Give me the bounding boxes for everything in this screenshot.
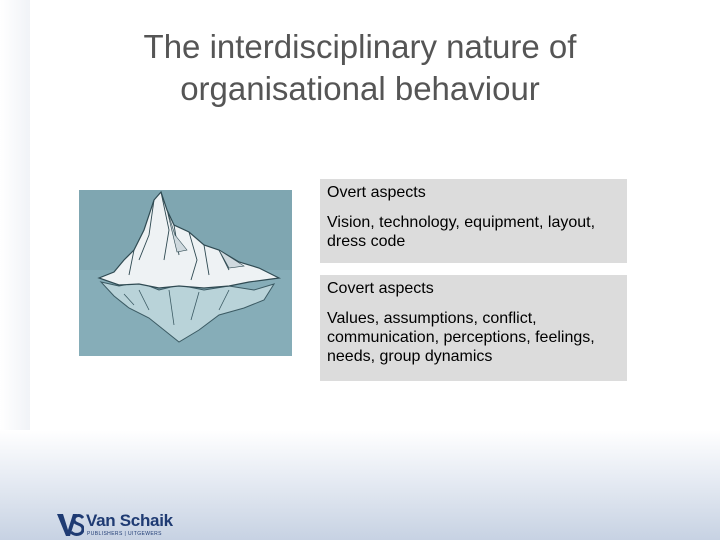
- logo-tagline: PUBLISHERS | UITGEWERS: [87, 531, 162, 537]
- overt-aspects-box: Overt aspects Vision, technology, equipm…: [320, 179, 627, 263]
- covert-heading: Covert aspects: [327, 280, 434, 297]
- vs-logo-icon: [57, 514, 84, 536]
- overt-heading: Overt aspects: [327, 184, 426, 201]
- covert-text: Values, assumptions, conflict, communica…: [327, 310, 595, 365]
- slide-title: The interdisciplinary nature of organisa…: [143, 28, 577, 107]
- van-schaik-logo: Van Schaik PUBLISHERS | UITGEWERS: [56, 510, 176, 538]
- overt-text: Vision, technology, equipment, layout, d…: [327, 214, 596, 250]
- logo-name: Van Schaik: [86, 511, 173, 530]
- iceberg-image: [79, 190, 292, 356]
- bottom-decor-band: [0, 430, 720, 540]
- covert-aspects-box: Covert aspects Values, assumptions, conf…: [320, 275, 627, 381]
